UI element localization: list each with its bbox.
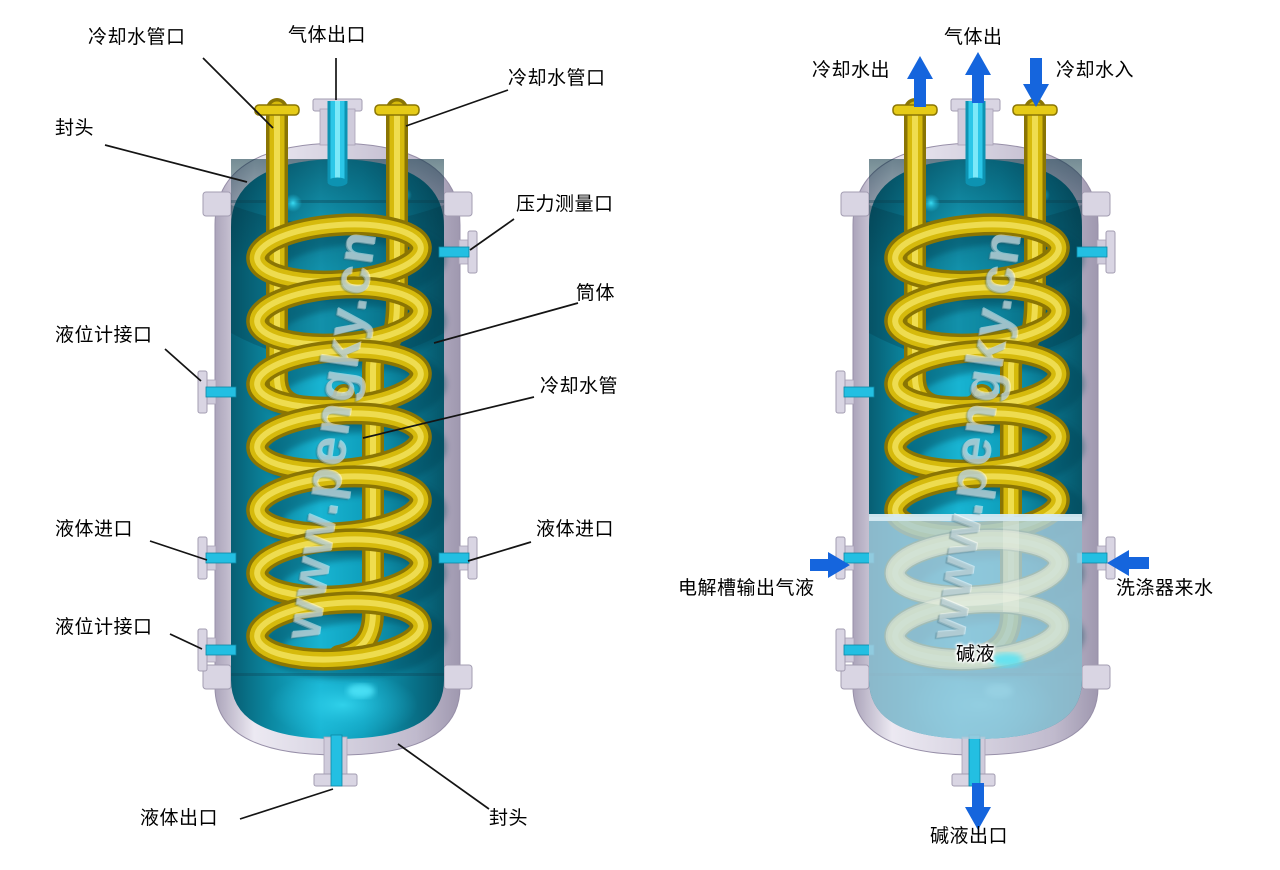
vessel-left [198,99,477,786]
label-cooling-water-in: 冷却水入 [1056,60,1135,81]
arrow-cooling-water-out [907,56,933,107]
label-scrubber-water: 洗涤器来水 [1116,578,1214,599]
flow-arrows [810,52,1149,830]
leader-lines [104,57,579,820]
label-liquid-inlet-left: 液体进口 [55,519,134,540]
label-cooling-pipe-port-right: 冷却水管口 [508,68,606,89]
label-level-gauge-port-upper: 液位计接口 [55,325,153,346]
arrow-lye-outlet [965,783,991,830]
label-cooling-pipe-port-left: 冷却水管口 [88,27,186,48]
vessel-right [836,99,1115,786]
arrow-electrolyzer-in [810,552,850,578]
lye-liquid [869,514,1082,739]
arrow-gas-out [965,52,991,103]
label-electrolyzer-gas-liquid: 电解槽输出气液 [678,578,815,599]
label-shell-body: 筒体 [576,283,616,304]
label-liquid-outlet: 液体出口 [140,808,219,829]
label-gas-out: 气体出 [944,27,1003,48]
arrow-cooling-water-in [1023,58,1049,107]
label-cooling-pipe: 冷却水管 [540,376,619,397]
label-pressure-port: 压力测量口 [516,194,614,215]
label-head-bottom: 封头 [489,808,529,829]
label-gas-outlet: 气体出口 [288,25,367,46]
label-lye-outlet: 碱液出口 [930,826,1009,847]
label-liquid-inlet-right: 液体进口 [536,519,615,540]
arrow-scrubber-in [1107,550,1149,576]
label-head-top: 封头 [55,118,95,139]
label-cooling-water-out: 冷却水出 [812,60,891,81]
label-lye: 碱液 [956,644,996,665]
label-level-gauge-port-lower: 液位计接口 [55,617,153,638]
